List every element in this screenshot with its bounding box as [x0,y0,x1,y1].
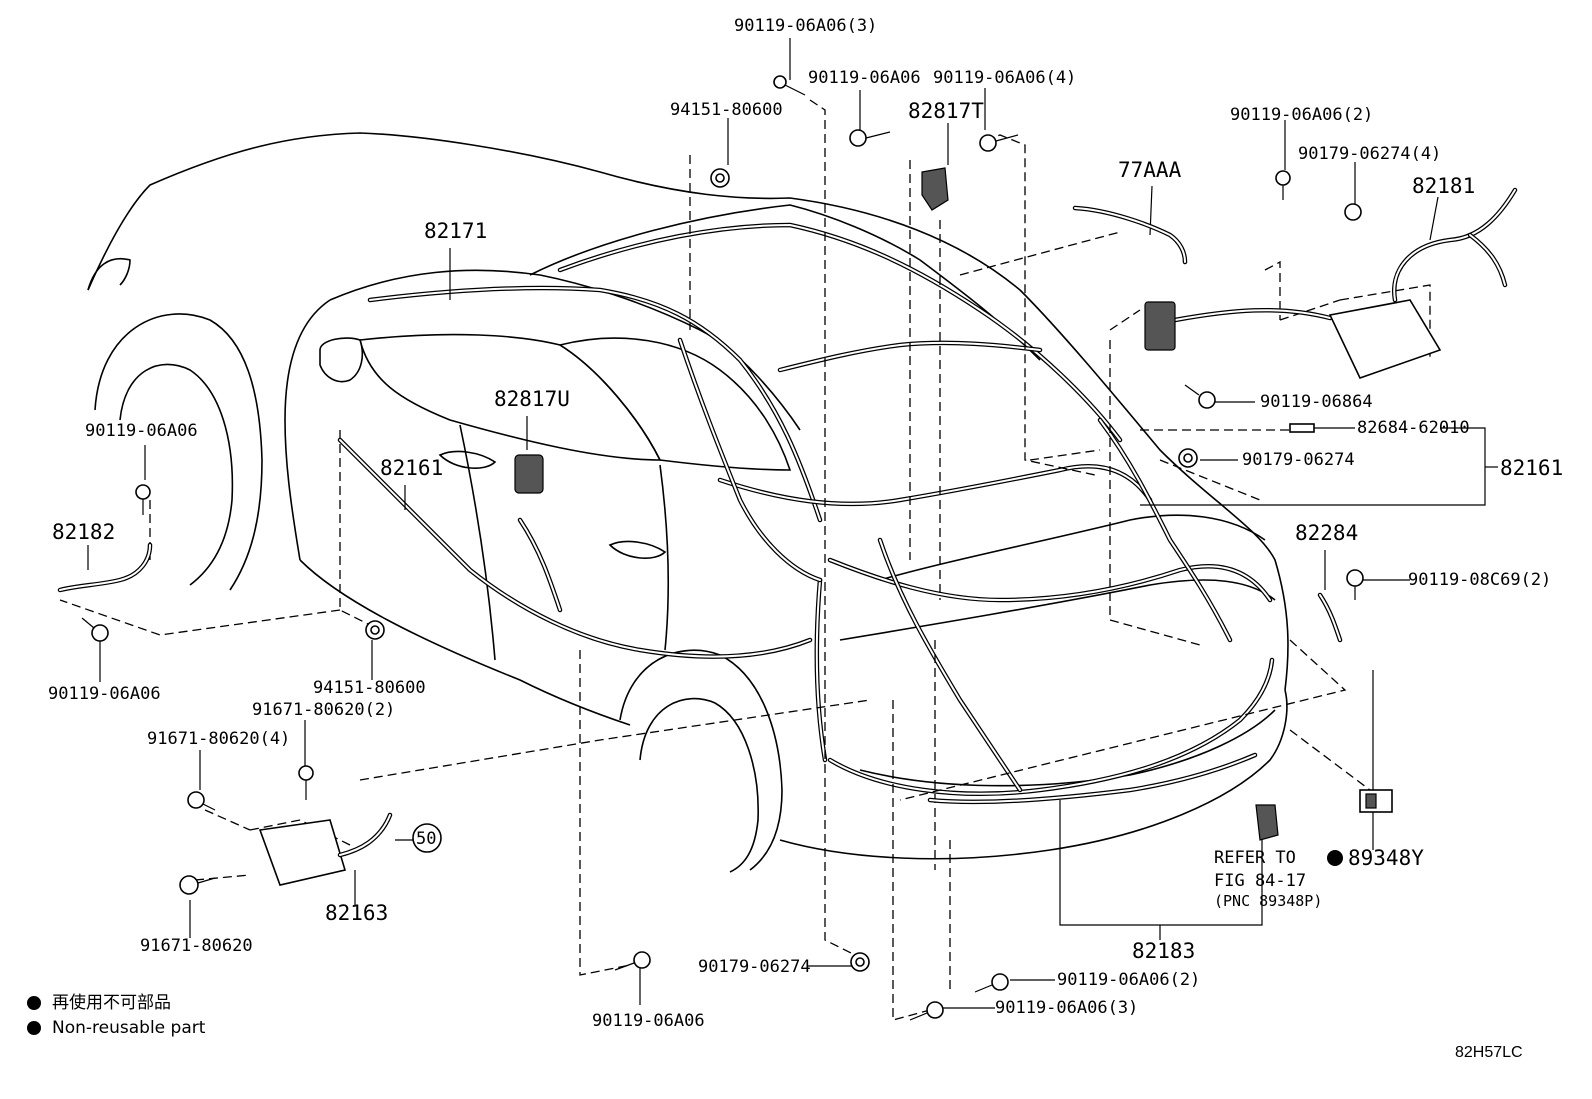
bolt-90119-06A06-3 [773,75,806,96]
label-91671-80620-2: 91671-80620(2) [252,700,395,720]
harness-82182 [57,542,153,593]
harness-82284 [1317,592,1343,643]
label-82163: 82163 [325,901,388,925]
nut-90179-06274-bottom [850,952,870,972]
label-90179-06274-bottom: 90179-06274 [698,957,811,977]
label-91671-80620-4: 91671-80620(4) [147,729,290,749]
label-90119-06A06-2-top: 90119-06A06(2) [1230,105,1373,125]
parts [27,75,1518,1035]
illustration-code: 82H57LC [1455,1044,1523,1061]
bolt-91671-80620-4 [187,791,216,811]
label-82183: 82183 [1132,939,1195,963]
bolt-90119-06A06-left [135,484,151,515]
bolt-90119-06864 [1184,384,1216,409]
part-labels: 90119-06A06(3) 94151-80600 90119-06A06 9… [48,16,1563,1031]
label-82817U: 82817U [494,387,570,411]
bolt-90119-06A06-bottom [614,951,651,971]
bolt-90119-06A06-top [849,129,891,147]
bolt-91671-80620-2 [298,765,314,800]
vehicle-body-outline [87,132,1289,873]
label-90119-06864: 90119-06864 [1260,392,1373,412]
harness-82181 [1144,187,1518,379]
label-89348Y: 89348Y [1348,846,1424,870]
bolt-91671-80620 [179,875,216,895]
label-82181: 82181 [1412,174,1475,198]
label-90179-06274-right: 90179-06274 [1242,450,1355,470]
label-82284: 82284 [1295,521,1358,545]
legend-en-text: Non-reusable part [52,1018,206,1038]
label-90119-06A06-bottom: 90119-06A06 [592,1011,705,1031]
label-90119-08C69-2: 90119-08C69(2) [1408,570,1551,590]
nut-90179-06274-right [1178,448,1198,468]
legend-dot-1 [27,996,41,1010]
harness-82163 [258,812,393,886]
clip-82684-62010 [1289,423,1315,433]
label-90119-06A06-3-top: 90119-06A06(3) [734,16,877,36]
label-90119-06A06-3-bottom: 90119-06A06(3) [995,998,1138,1018]
label-82171: 82171 [424,219,487,243]
nut-94151-80600-top [710,168,730,188]
harness-routing [337,222,1275,796]
label-90119-06A06-mid: 90119-06A06 [808,68,921,88]
bolt-90119-06A06-2-bottom [974,973,1009,993]
nut-90179-06274-4 [1344,203,1362,221]
label-90119-06A06-4: 90119-06A06(4) [933,68,1076,88]
legend-dot-2 [27,1021,41,1035]
connector-89348P [1255,804,1279,841]
label-refer-to: REFER TO [1214,848,1296,868]
bolt-90119-08C69-2 [1346,569,1364,600]
connector-82817U [514,454,544,494]
cable-77AAA [1072,205,1188,265]
label-callout-50: 50 [416,829,436,849]
legend-jp-text: 再使用不可部品 [52,992,171,1013]
label-82161-right: 82161 [1500,456,1563,480]
bolt-90119-06A06-4 [979,134,1019,152]
clip-89348Y [1359,789,1393,813]
label-90119-06A06-lower-left: 90119-06A06 [48,684,161,704]
label-82161-left: 82161 [380,456,443,480]
label-94151-80600-top: 94151-80600 [670,100,783,120]
callout-50 [412,823,442,853]
label-pnc-89348p: (PNC 89348P) [1214,892,1322,910]
connector-82817T [921,167,949,211]
leader-lines [87,38,1498,1009]
exploded-view-guides [59,99,1431,1021]
bolt-90119-06A06-lower-left [81,617,109,642]
label-91671-80620: 91671-80620 [140,936,253,956]
label-fig-84-17: FIG 84-17 [1214,871,1306,891]
label-90179-06274-4: 90179-06274(4) [1298,144,1441,164]
nut-94151-80600-lower [365,620,385,640]
legend: 再使用不可部品 Non-reusable part [52,992,206,1038]
harness-82183 [927,752,1258,805]
non-reusable-dot-89348Y [1327,850,1343,866]
bolt-90119-06A06-3-bottom [909,1001,944,1021]
bolt-90119-06A06-2-right [1275,170,1291,200]
label-90119-06A06-left: 90119-06A06 [85,421,198,441]
label-82817T: 82817T [908,99,984,123]
label-82182: 82182 [52,520,115,544]
label-90119-06A06-2-bottom: 90119-06A06(2) [1057,970,1200,990]
label-77AAA: 77AAA [1118,158,1182,182]
label-94151-80600-lower: 94151-80600 [313,678,426,698]
label-82684-62010: 82684-62010 [1357,418,1470,438]
